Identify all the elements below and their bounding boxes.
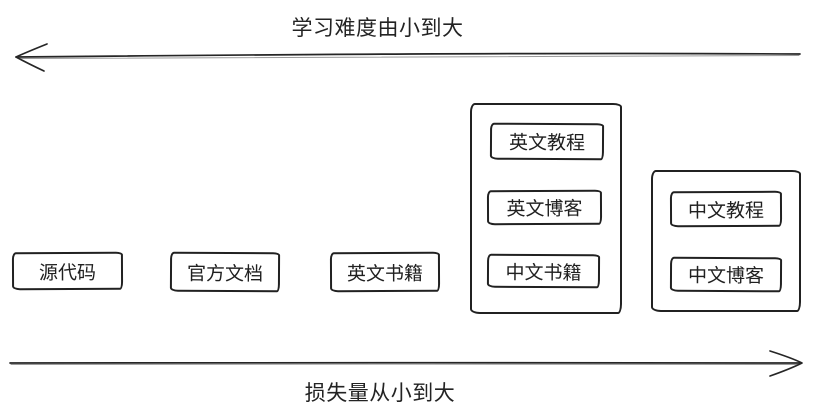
node-source-code[interactable]: 源代码 — [11, 251, 124, 291]
node-label: 英文教程 — [508, 131, 586, 155]
node-label: 英文博客 — [506, 197, 583, 221]
bottom-axis-label: 损失量从小到大 — [304, 381, 456, 405]
node-label: 官方文档 — [186, 262, 264, 285]
left-arrow — [15, 43, 801, 72]
group-chinese-resources[interactable]: 中文教程 中文博客 — [651, 170, 801, 312]
node-label: 源代码 — [38, 261, 97, 284]
node-chinese-tutorials[interactable]: 中文教程 — [669, 190, 783, 228]
node-english-books[interactable]: 英文书籍 — [329, 251, 441, 293]
group-english-resources[interactable]: 英文教程 英文博客 中文书籍 — [470, 103, 622, 314]
node-label: 中文博客 — [687, 264, 765, 288]
node-chinese-books[interactable]: 中文书籍 — [486, 253, 601, 289]
node-label: 英文书籍 — [346, 262, 424, 285]
top-axis-label: 学习难度由小到大 — [291, 16, 464, 40]
node-label: 中文教程 — [687, 199, 765, 222]
node-english-tutorials[interactable]: 英文教程 — [489, 122, 605, 161]
node-official-docs[interactable]: 官方文档 — [169, 251, 281, 293]
node-chinese-blogs[interactable]: 中文博客 — [669, 256, 783, 293]
node-english-blogs[interactable]: 英文博客 — [486, 189, 603, 226]
node-label: 中文书籍 — [505, 261, 582, 284]
right-arrow — [9, 350, 803, 377]
